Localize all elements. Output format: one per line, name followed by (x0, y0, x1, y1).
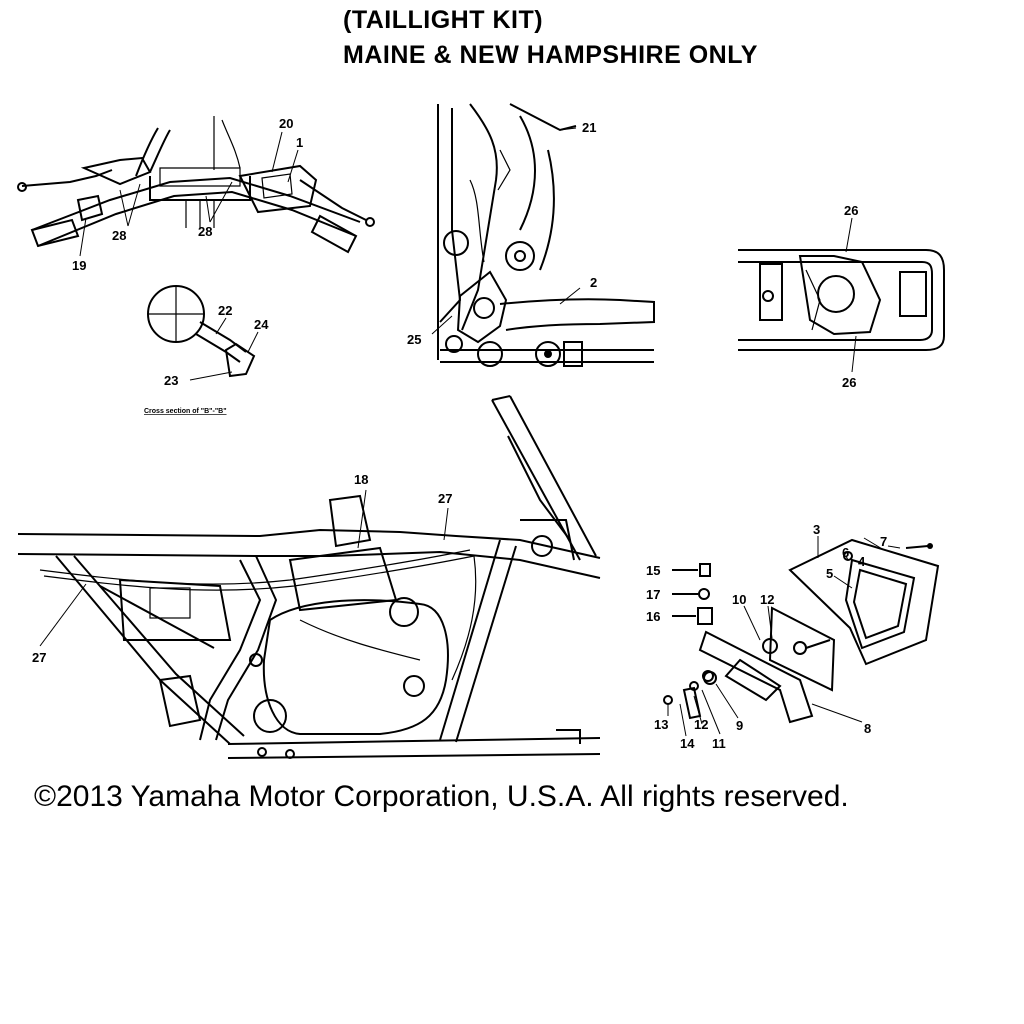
diagram-subtitle: MAINE & NEW HAMPSHIRE ONLY (343, 41, 758, 69)
engine-closeup-view (431, 103, 655, 367)
callout-28-right: 28 (198, 224, 212, 239)
copyright-notice: ©2013 Yamaha Motor Corporation, U.S.A. A… (34, 780, 849, 813)
cross-section-view (147, 285, 259, 381)
callout-21: 21 (582, 120, 596, 135)
taillight-assembly-view (663, 536, 940, 737)
callout-4: 4 (858, 554, 866, 569)
callout-15: 15 (646, 563, 660, 578)
callout-25: 25 (407, 332, 421, 347)
callout-27-top: 27 (438, 491, 452, 506)
callout-13: 13 (654, 717, 668, 732)
callout-5: 5 (826, 566, 833, 581)
callout-16: 16 (646, 609, 660, 624)
callout-3: 3 (813, 522, 820, 537)
callout-23: 23 (164, 373, 178, 388)
callout-10: 10 (732, 592, 746, 607)
callout-2: 2 (590, 275, 597, 290)
rear-frame-view (738, 217, 945, 373)
callout-12-bottom: 12 (694, 717, 708, 732)
callout-27-left: 27 (32, 650, 46, 665)
callout-28-left: 28 (112, 228, 126, 243)
callout-9: 9 (736, 718, 743, 733)
callout-24: 24 (254, 317, 269, 332)
callout-19: 19 (72, 258, 86, 273)
handlebar-view (17, 116, 375, 257)
callout-11: 11 (712, 736, 726, 751)
main-frame-view (17, 395, 601, 759)
diagram-title: (TAILLIGHT KIT) (343, 6, 544, 34)
callout-1: 1 (296, 135, 303, 150)
callout-6: 6 (842, 545, 849, 560)
callout-8: 8 (864, 721, 871, 736)
callout-18: 18 (354, 472, 368, 487)
callout-17: 17 (646, 587, 660, 602)
callout-26-top: 26 (844, 203, 858, 218)
callout-12-top: 12 (760, 592, 774, 607)
callout-7: 7 (880, 534, 887, 549)
cross-section-caption: Cross section of "B"-"B" (144, 408, 227, 415)
callout-20: 20 (279, 116, 293, 131)
callout-22: 22 (218, 303, 232, 318)
callout-26-bottom: 26 (842, 375, 856, 390)
callout-14: 14 (680, 736, 695, 751)
